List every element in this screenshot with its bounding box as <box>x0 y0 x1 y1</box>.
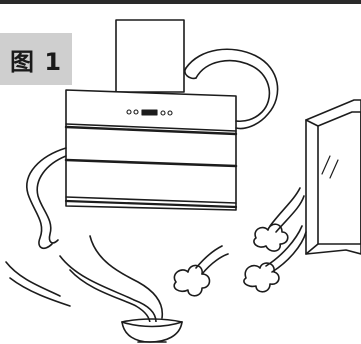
bowl <box>122 319 182 342</box>
steam-lines <box>6 236 162 324</box>
hood-chimney <box>116 20 184 92</box>
airflow-puff-bowl <box>174 246 228 296</box>
range-hood-body <box>66 90 236 210</box>
smoke-stream-left <box>27 148 66 248</box>
airflow-puffs-window <box>244 188 306 292</box>
window-frame <box>306 100 361 254</box>
